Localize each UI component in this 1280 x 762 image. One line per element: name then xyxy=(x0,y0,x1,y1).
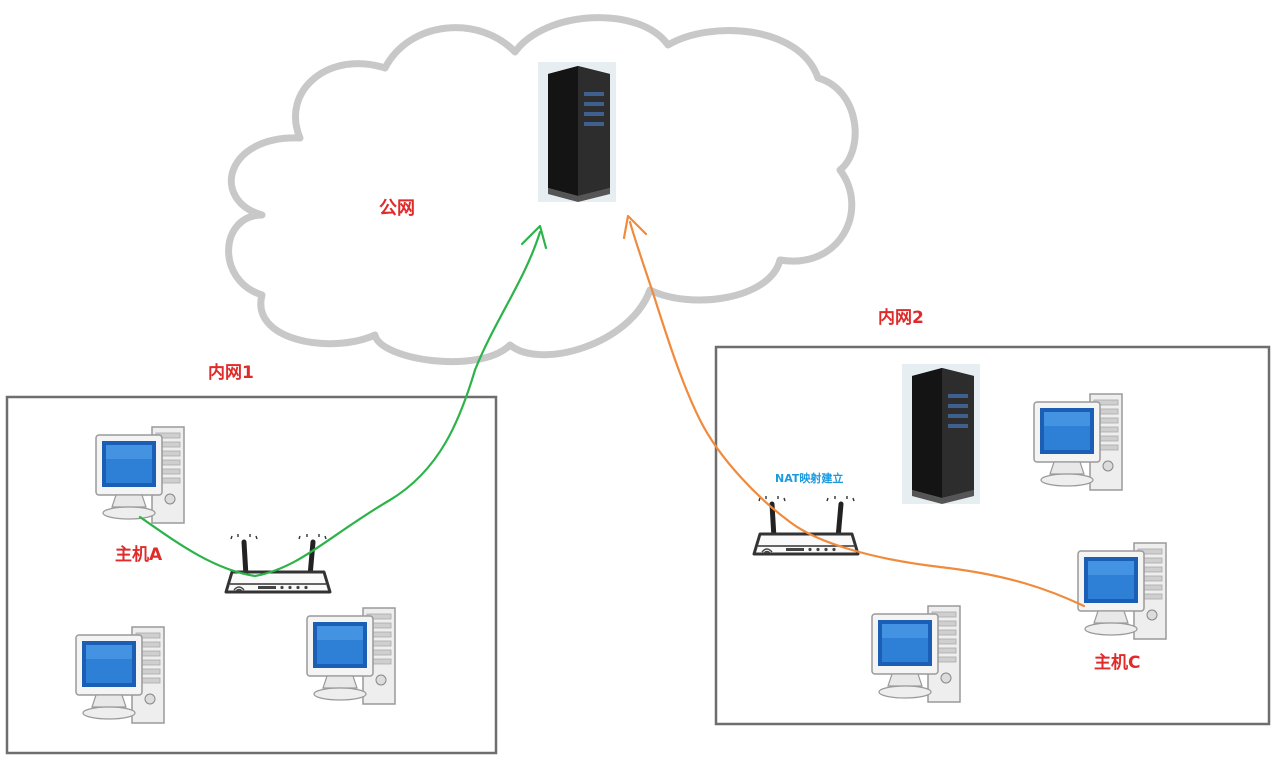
host-c-computer-icon xyxy=(1077,542,1167,640)
lan1-computer-icon-2 xyxy=(75,626,165,724)
lan2-label: 内网2 xyxy=(878,307,924,328)
host-c-label: 主机C xyxy=(1094,652,1140,673)
orange-arrowhead xyxy=(622,214,648,240)
lan2-computer-icon-3 xyxy=(871,605,961,703)
public-server-icon xyxy=(538,62,616,202)
public-network-label: 公网 xyxy=(379,198,415,219)
lan1-computer-icon-3 xyxy=(306,607,396,705)
lan1-label: 内网1 xyxy=(208,362,254,383)
host-a-computer-icon xyxy=(95,426,185,524)
orange-connection-path xyxy=(628,220,1086,608)
host-a-label: 主机A xyxy=(115,544,163,565)
lan2-server-icon xyxy=(902,364,980,504)
lan2-box xyxy=(714,345,1271,726)
lan2-computer-icon-1 xyxy=(1033,393,1123,491)
green-connection-path xyxy=(138,230,542,578)
lan1-router-icon xyxy=(226,534,330,592)
lan1-box xyxy=(5,395,498,755)
green-arrowhead xyxy=(520,224,548,250)
nat-mapping-label: NAT映射建立 xyxy=(775,471,843,485)
public-network-cloud xyxy=(225,14,859,366)
